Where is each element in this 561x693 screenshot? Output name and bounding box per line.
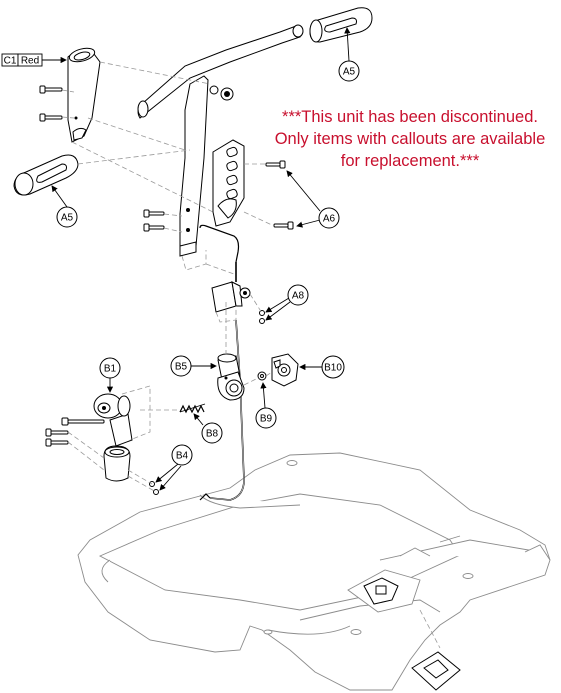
base-deck xyxy=(77,452,551,691)
color-tag-label: Red xyxy=(21,56,39,67)
b10-knob xyxy=(271,353,299,387)
callout-b5: B5 xyxy=(170,355,217,377)
screws xyxy=(39,85,294,447)
callout-label: B5 xyxy=(175,362,188,373)
lower-clamp xyxy=(103,445,131,482)
callout-label: A8 xyxy=(292,291,305,302)
callout-label: B4 xyxy=(176,451,189,462)
callout-label: A6 xyxy=(323,214,336,225)
callout-label: B10 xyxy=(324,363,342,374)
callout-b4: B4 xyxy=(155,444,193,491)
callout-a6: A6 xyxy=(286,170,340,229)
callout-label: A5 xyxy=(61,213,74,224)
b9-washer xyxy=(257,371,267,381)
grip-right xyxy=(309,7,373,43)
callout-b1: B1 xyxy=(99,357,121,393)
b8-spring xyxy=(179,403,206,414)
callout-label: B8 xyxy=(206,429,219,440)
tiller-cable xyxy=(199,224,245,501)
right-shroud xyxy=(212,139,245,227)
callout-label: B1 xyxy=(104,364,117,375)
assembly-lines xyxy=(61,61,275,493)
callout-label: B9 xyxy=(260,414,273,425)
callout-b8: B8 xyxy=(193,413,223,444)
notice-line-1: ***This unit has been discontinued. xyxy=(282,108,538,126)
b1-clamp xyxy=(93,393,133,447)
callout-b9: B9 xyxy=(255,382,277,429)
notice-line-2: Only items with callouts are available xyxy=(274,130,546,148)
callout-b10: B10 xyxy=(299,355,345,379)
tiller-handlebar xyxy=(137,24,304,271)
callout-a5-left: A5 xyxy=(51,185,78,228)
notice-line-3: for replacement.*** xyxy=(340,152,480,170)
discontinued-notice: ***This unit has been discontinued. Only… xyxy=(262,106,558,172)
callout-label: A5 xyxy=(343,67,356,78)
foot-pedal xyxy=(411,609,461,691)
grip-left xyxy=(13,154,79,196)
left-shroud xyxy=(67,47,101,143)
mount-bracket xyxy=(211,281,265,324)
color-tag-code: C1 xyxy=(4,56,17,67)
callout-a8: A8 xyxy=(265,284,309,321)
callout-a5-top: A5 xyxy=(338,27,360,82)
b5-bracket xyxy=(217,353,245,401)
color-tag: C1 Red xyxy=(1,53,67,67)
